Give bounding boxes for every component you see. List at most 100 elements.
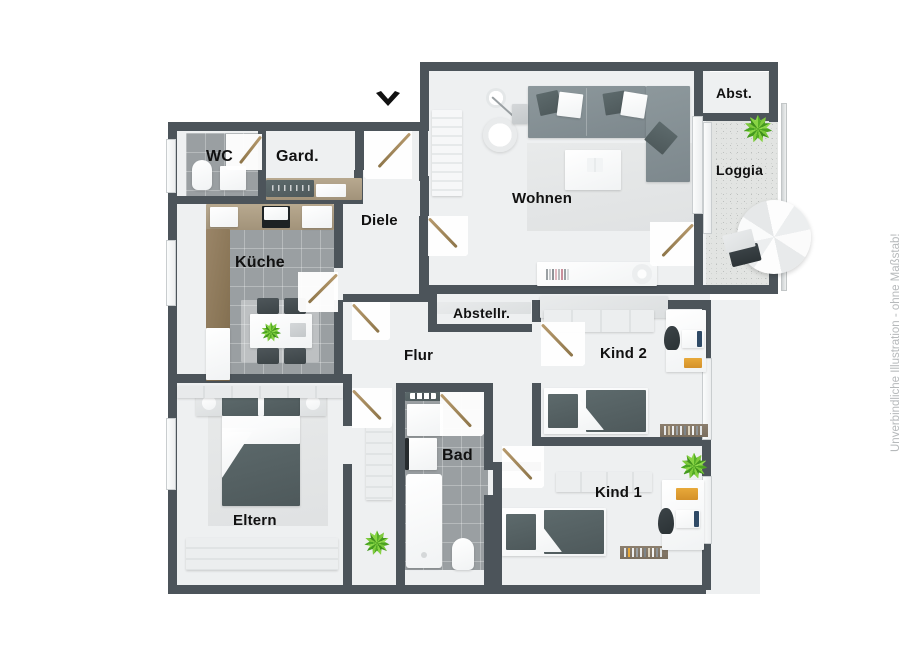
room-label-flur: Flur	[404, 347, 434, 364]
room-label-abstellr: Abstellr.	[453, 305, 511, 321]
wall-flur-left-lower	[343, 374, 352, 426]
eltern-wardrobe	[177, 386, 343, 398]
room-label-wohnen: Wohnen	[512, 190, 573, 207]
window-kitchen	[166, 240, 176, 306]
pillow-white-1	[556, 91, 584, 119]
wall-flur-top	[343, 294, 428, 302]
room-label-bad: Bad	[442, 447, 473, 464]
loggia-railing-right	[781, 103, 787, 291]
kind2-bed-pillow	[548, 394, 578, 428]
room-label-wc: WC	[206, 148, 234, 165]
wc-toilet	[192, 160, 212, 190]
wall-abst-bottom	[703, 113, 769, 121]
coffee-table-book	[587, 158, 603, 172]
wall-loggia-right	[769, 62, 778, 122]
kind1-desk-item	[676, 488, 698, 500]
sofa-seam	[586, 88, 587, 136]
wall-abstellr-left	[428, 294, 437, 332]
window-wc	[166, 139, 176, 193]
kind1-wardrobe	[556, 472, 652, 492]
kind1-plant	[678, 450, 710, 482]
dining-chair-bottom-right	[284, 348, 306, 364]
wall-diele-right-2	[419, 216, 428, 294]
kind2-monitor-screen	[697, 331, 702, 347]
bad-vanity-edge	[405, 438, 409, 470]
abstellr-shelf	[437, 302, 531, 314]
disclaimer-note: Unverbindliche Illustration - ohne Maßst…	[890, 233, 902, 452]
wall-exterior-top	[420, 62, 712, 71]
dining-chair-top-left	[257, 298, 279, 314]
bad-shower-glass	[410, 393, 436, 399]
wall-bad-right	[484, 383, 493, 470]
loggia-plant	[741, 112, 775, 146]
living-wall-unit	[432, 110, 462, 196]
window-eltern	[166, 418, 176, 490]
wall-kind2-bottom	[532, 437, 710, 446]
wall-apartment-bottom	[168, 585, 706, 594]
balcony-door-living	[692, 116, 703, 214]
kind2-desk-chair	[664, 326, 680, 350]
wall-kitchen-right	[334, 204, 343, 268]
wall-kind2-left-2	[532, 383, 541, 445]
wall-living-right	[694, 62, 703, 118]
gard-console	[316, 184, 346, 197]
kind1-desk-chair	[658, 508, 674, 534]
bad-shower-tray	[407, 404, 443, 436]
sideboard-bowl	[632, 264, 652, 284]
wall-abstellr-bottom	[428, 324, 532, 332]
eltern-dresser	[186, 538, 338, 570]
wall-kind1-left	[493, 470, 502, 585]
wall-bad-left	[396, 383, 405, 585]
kitchen-sink	[210, 207, 238, 227]
room-label-kind2: Kind 2	[600, 345, 648, 362]
wall-diele-right	[419, 131, 428, 181]
kind2-bookshelf	[660, 424, 708, 437]
wall-living-right-2	[694, 162, 703, 288]
wall-loggia-top	[703, 62, 778, 71]
wall-wc-bottom	[177, 196, 266, 204]
eltern-pillow-gap	[258, 394, 264, 416]
wall-entry-head	[355, 122, 425, 131]
bad-vanity-sink	[407, 438, 437, 470]
bad-toilet	[452, 538, 474, 570]
eltern-tall-cabinet	[366, 422, 392, 500]
eltern-lamp-left	[202, 396, 216, 410]
wall-loggia-bottom	[700, 285, 778, 294]
wall-kitchen-right-2	[334, 300, 343, 382]
sideboard-books	[546, 267, 570, 282]
bad-bathtub-drain	[421, 552, 427, 558]
side-table	[512, 104, 528, 124]
wall-living-left	[420, 62, 429, 131]
room-label-abst: Abst.	[716, 85, 752, 101]
wall-loggia-right-2	[769, 262, 778, 294]
wall-bad-right-2	[484, 495, 493, 585]
kitchen-upper-cabinet	[302, 206, 332, 228]
wall-wc-right	[258, 131, 266, 199]
floor-lamp-base	[483, 118, 517, 152]
wc-sink	[220, 166, 246, 190]
kitchen-stove-hood	[264, 207, 288, 220]
room-label-kueche: Küche	[235, 254, 285, 271]
wall-apartment-left	[168, 122, 177, 594]
room-label-diele: Diele	[361, 212, 398, 229]
wall-kitchen-bottom	[177, 374, 343, 383]
eltern-plant	[362, 528, 392, 558]
wall-kind2-left	[532, 300, 541, 322]
kind1-bookshelf	[620, 546, 668, 559]
room-label-kind1: Kind 1	[595, 484, 643, 501]
pillow-white-2	[620, 91, 648, 119]
eltern-lamp-right	[306, 396, 320, 410]
wall-kids-right	[702, 300, 711, 360]
kitchen-fridge	[206, 328, 230, 380]
kind1-bed-pillow	[506, 514, 536, 550]
wall-gard-bottom	[266, 196, 362, 204]
dining-chair-bottom-left	[257, 348, 279, 364]
wall-bad-top	[396, 383, 492, 392]
room-label-loggia: Loggia	[716, 162, 764, 178]
wall-flur-left-lower-2	[343, 464, 352, 585]
dining-table-tray	[290, 323, 306, 337]
gard-hooks	[272, 185, 310, 191]
room-label-gard: Gard.	[276, 148, 319, 165]
dining-table-plant	[259, 320, 283, 344]
